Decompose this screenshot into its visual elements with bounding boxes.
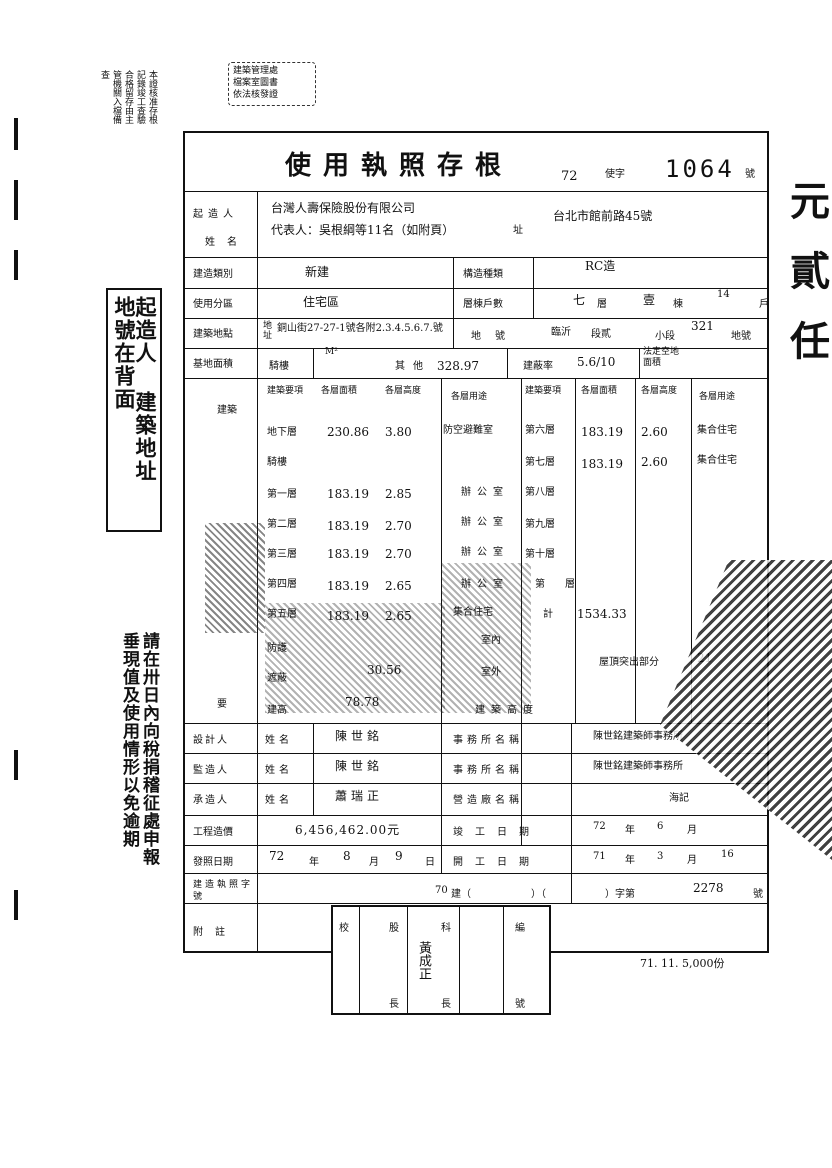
permit-number: 1064 (665, 155, 735, 183)
right-edge-text: 元貳任 (783, 180, 829, 390)
scan-smudge (441, 563, 531, 713)
supervisor-name: 陳世銘 (335, 759, 384, 773)
total-floor-area: 1534.33 (577, 607, 627, 621)
applicant-address: 台北市館前路45號 (553, 209, 653, 223)
binding-mark (14, 750, 18, 780)
supervisor-office: 陳世銘建築師事務所 (593, 761, 683, 772)
permit-stub-form: 使用執照存根 72 使字 1064 號 起造人 姓名 台灣人壽保險股份有限公司 … (183, 131, 769, 953)
print-info: 71. 11. 5,000份 (640, 957, 725, 970)
binding-mark (14, 180, 18, 220)
form-title: 使用執照存根 (285, 151, 514, 181)
contractor-name: 蕭瑞正 (335, 789, 384, 803)
applicant-rep: 代表人：吳根綱等11名（如附頁） (271, 223, 455, 237)
left-note-line-1: 請在卅日內向稅捐稽征處申報 (139, 632, 159, 866)
binding-mark (14, 250, 18, 280)
building-type-value: 新建 (305, 265, 330, 279)
binding-mark (14, 118, 18, 150)
approver-signature: 黃成正 (416, 941, 431, 980)
construction-cost: 6,456,462.00元 (295, 823, 401, 837)
archive-stamp: 建築管理處檔案室圖書依法核發證 (228, 62, 316, 106)
designer-office: 陳世銘建築師事務所 (593, 731, 683, 742)
contractor-office: 海記 (669, 793, 689, 804)
other-area: 328.97 (437, 359, 479, 373)
top-note-text: 本證核准存根記錄竣工查驗合格留存由主管機關入檔備查 (99, 70, 157, 124)
title-year: 72 (561, 169, 578, 184)
site-address: 銅山街27-27-1號各附2.3.4.5.6.7.號 (277, 323, 443, 334)
scan-smudge (265, 603, 445, 713)
building-permit-number: 2278 (693, 881, 724, 895)
left-note-line-2: 垂現值及使用情形以免逾期 (119, 632, 139, 848)
number-suffix: 號 (745, 169, 755, 180)
title-word: 使字 (605, 169, 625, 180)
designer-name: 陳世銘 (335, 729, 384, 743)
use-zone-value: 住宅區 (303, 295, 340, 309)
coverage-ratio: 5.6/10 (577, 355, 616, 369)
approval-stamp-box: 校 股 長 科 長 編 號 黃成正 (331, 905, 551, 1015)
binding-mark (14, 890, 18, 920)
scan-smudge (205, 523, 265, 633)
structure-value: RC造 (585, 259, 616, 273)
applicant-company: 台灣人壽保險股份有限公司 (271, 201, 416, 215)
address-note-box: 起造人 建築地址 地號在背面 (106, 288, 162, 532)
